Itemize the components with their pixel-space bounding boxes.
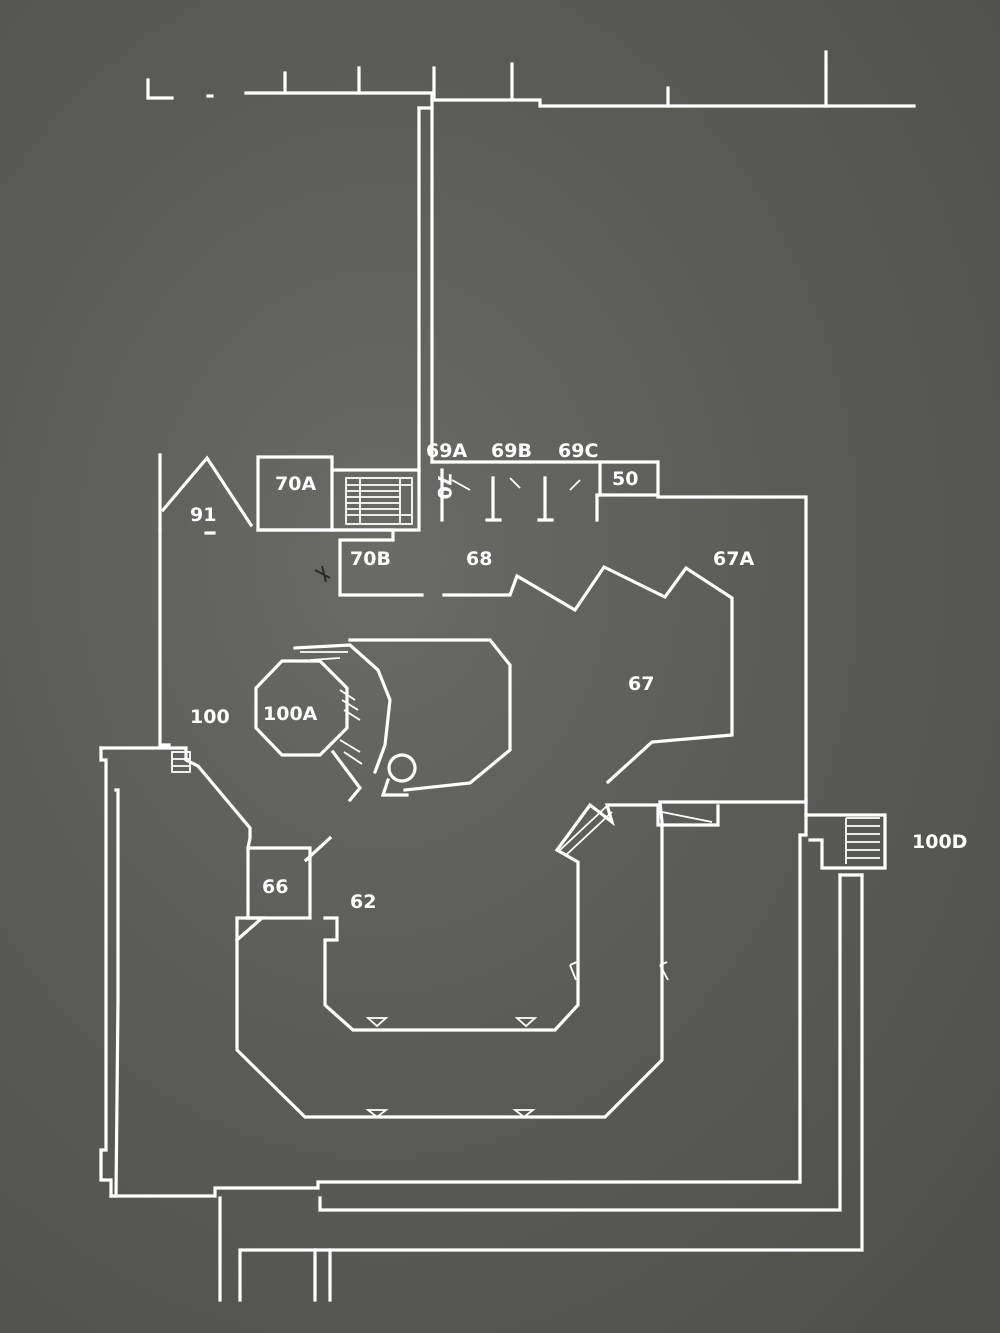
room-label-50: 50 (612, 468, 638, 490)
top-perimeter-wall (146, 50, 916, 108)
room-label-67: 67 (628, 673, 654, 695)
stair-100d (804, 813, 887, 870)
room-labels: 91 70A 70 70B 69A 69B 69C 50 68 67A 67 1… (190, 440, 967, 913)
scuff-mark (314, 565, 331, 583)
north-rooms (158, 453, 808, 802)
room-label-67a: 67A (713, 548, 754, 570)
room-label-70a: 70A (275, 473, 316, 495)
rotunda (158, 528, 512, 803)
exterior-paths (218, 873, 864, 1302)
room-label-91: 91 (190, 504, 216, 526)
north-corridor (417, 98, 434, 472)
main-building (99, 746, 808, 1198)
room-label-62: 62 (350, 891, 376, 913)
room-label-70b: 70B (350, 548, 391, 570)
room-label-100: 100 (190, 706, 230, 728)
room-label-100a: 100A (263, 703, 318, 725)
room-label-69a: 69A (426, 440, 467, 462)
room-label-68: 68 (466, 548, 492, 570)
room-label-69c: 69C (558, 440, 598, 462)
room-label-69b: 69B (491, 440, 532, 462)
room-label-100d: 100D (912, 831, 967, 853)
room-label-70: 70 (433, 473, 455, 499)
room-label-66: 66 (262, 876, 288, 898)
